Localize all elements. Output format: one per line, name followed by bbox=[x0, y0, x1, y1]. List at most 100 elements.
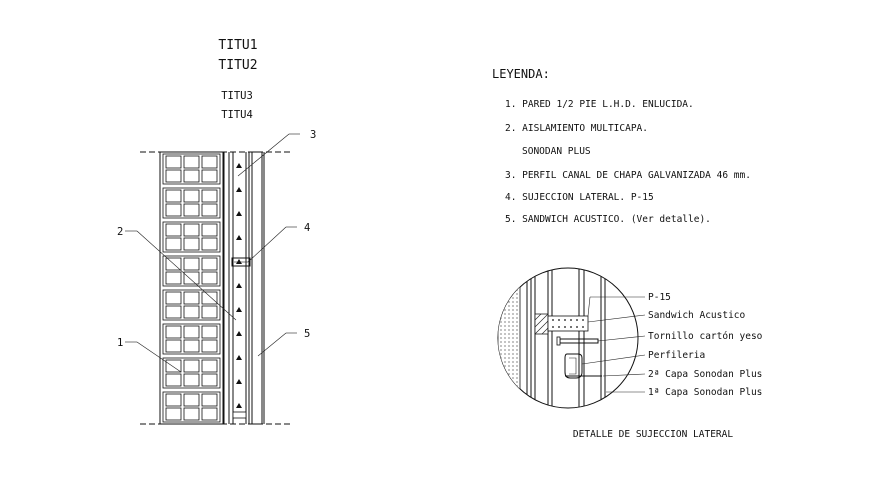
stipple-dot bbox=[508, 333, 510, 335]
stipple-dot bbox=[500, 285, 502, 287]
hatch-line bbox=[534, 313, 549, 328]
stipple-dot bbox=[516, 333, 518, 335]
brick-cell bbox=[183, 339, 200, 353]
profile-mark bbox=[236, 187, 242, 192]
stipple-dot bbox=[516, 401, 518, 403]
stipple-dot bbox=[500, 341, 502, 343]
stipple-dot bbox=[512, 301, 514, 303]
stipple-dot bbox=[508, 301, 510, 303]
stipple-dot bbox=[504, 313, 506, 315]
brick-wall-outline bbox=[159, 151, 224, 425]
stipple-dot bbox=[512, 321, 514, 323]
stipple-dot bbox=[500, 397, 502, 399]
brick-cell bbox=[165, 189, 182, 203]
brick-cell bbox=[201, 393, 218, 407]
hatch-line bbox=[541, 327, 549, 335]
stipple-dot bbox=[512, 277, 514, 279]
brick-cell bbox=[201, 189, 218, 203]
stipple-dot bbox=[500, 277, 502, 279]
profile-mark bbox=[236, 379, 242, 384]
stipple-dot bbox=[516, 269, 518, 271]
stipple-dot bbox=[500, 333, 502, 335]
stipple-dot bbox=[512, 289, 514, 291]
stipple-dot bbox=[516, 345, 518, 347]
brick-cell bbox=[201, 305, 218, 319]
stipple-dot bbox=[512, 269, 514, 271]
stipple-dot bbox=[516, 317, 518, 319]
stipple-dot bbox=[504, 285, 506, 287]
stipple-dot bbox=[500, 329, 502, 331]
stipple-dot bbox=[512, 273, 514, 275]
stipple-dot bbox=[512, 329, 514, 331]
stipple-dot bbox=[500, 365, 502, 367]
stipple-dot bbox=[504, 281, 506, 283]
stipple-dot bbox=[500, 305, 502, 307]
stipple-dot bbox=[512, 389, 514, 391]
stipple-dot bbox=[500, 353, 502, 355]
base-fixing bbox=[232, 411, 247, 419]
brick-cell bbox=[201, 373, 218, 387]
stipple-dot bbox=[508, 341, 510, 343]
legend-item: 2. AISLAMIENTO MULTICAPA. bbox=[505, 123, 648, 134]
stipple-dot bbox=[504, 273, 506, 275]
callout-4: 4 bbox=[304, 222, 310, 234]
stipple-dot bbox=[516, 321, 518, 323]
brick-cell bbox=[165, 155, 182, 169]
stipple-dot bbox=[516, 305, 518, 307]
stipple-dot bbox=[500, 349, 502, 351]
stipple-dot bbox=[512, 353, 514, 355]
stipple-dot bbox=[508, 293, 510, 295]
profile-mark bbox=[236, 403, 242, 408]
stipple-dot bbox=[504, 325, 506, 327]
stipple-dot bbox=[500, 325, 502, 327]
stipple-dot bbox=[504, 377, 506, 379]
stipple-dot bbox=[516, 397, 518, 399]
leader-5 bbox=[257, 332, 287, 357]
stipple-dot bbox=[504, 321, 506, 323]
stipple-dot bbox=[516, 273, 518, 275]
brick-cell bbox=[165, 325, 182, 339]
detail-label: 1ª Capa Sonodan Plus bbox=[648, 387, 762, 398]
brick-cell bbox=[183, 257, 200, 271]
profile-marks bbox=[232, 163, 247, 419]
stipple-dot bbox=[500, 321, 502, 323]
stipple-dot bbox=[516, 365, 518, 367]
perforation-dot bbox=[576, 319, 578, 321]
brick-cell bbox=[165, 169, 182, 183]
stipple-dot bbox=[500, 297, 502, 299]
leader-1 bbox=[136, 341, 182, 373]
title-4: TITU4 bbox=[221, 109, 253, 121]
brick-cell bbox=[165, 291, 182, 305]
stipple-dot bbox=[500, 293, 502, 295]
detail-view: P-15 Sandwich Acustico Tornillo cartón y… bbox=[497, 267, 763, 440]
stipple-dot bbox=[512, 281, 514, 283]
hatch-line bbox=[534, 320, 549, 335]
brick-cell bbox=[165, 305, 182, 319]
stipple-dot bbox=[500, 385, 502, 387]
stipple-dot bbox=[512, 385, 514, 387]
detail-label: Tornillo cartón yeso bbox=[648, 331, 763, 342]
p15-profile-box bbox=[547, 315, 589, 332]
stipple-dot bbox=[500, 393, 502, 395]
stipple-dot bbox=[500, 313, 502, 315]
stipple-dot bbox=[508, 365, 510, 367]
callout-1: 1 bbox=[117, 337, 123, 349]
stipple-dot bbox=[500, 373, 502, 375]
stipple-dot bbox=[504, 309, 506, 311]
stipple-dot bbox=[516, 309, 518, 311]
stipple-dot bbox=[516, 281, 518, 283]
stipple-dot bbox=[504, 337, 506, 339]
stipple-dot bbox=[512, 337, 514, 339]
perforation-dot bbox=[576, 326, 578, 328]
stipple-dot bbox=[508, 357, 510, 359]
stipple-dot bbox=[508, 269, 510, 271]
stipple-dot bbox=[508, 353, 510, 355]
legend-item: 5. SANDWICH ACUSTICO. (Ver detalle). bbox=[505, 214, 711, 225]
callout-3: 3 bbox=[310, 129, 316, 141]
leader-3 bbox=[237, 133, 290, 177]
stipple-dot bbox=[512, 345, 514, 347]
lateral-fixing-p15 bbox=[231, 257, 251, 267]
stipple-dot bbox=[504, 401, 506, 403]
title-2: TITU2 bbox=[218, 58, 257, 73]
stipple-dot bbox=[516, 277, 518, 279]
